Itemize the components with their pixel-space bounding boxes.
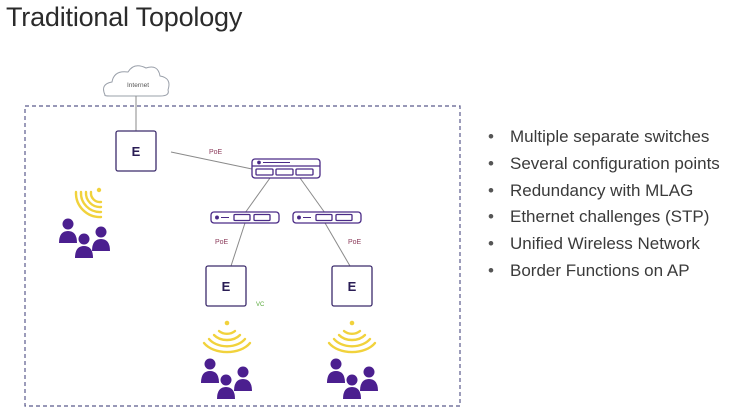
access-point-left-icon: E	[205, 265, 247, 307]
slide-title: Traditional Topology	[6, 2, 243, 32]
link-core-right	[299, 177, 326, 214]
bullet-text: Several configuration points	[510, 153, 720, 173]
svg-text:E: E	[222, 279, 231, 294]
user-group-left-icon	[201, 358, 252, 399]
access-point-top-icon: E	[115, 130, 157, 172]
svg-text:E: E	[348, 279, 357, 294]
wifi-signal-top-icon	[74, 187, 103, 219]
bullet-item: •Unified Wireless Network	[488, 234, 700, 254]
network-links	[135, 96, 351, 267]
bullet-text: Unified Wireless Network	[510, 234, 700, 254]
bullet-item: •Several configuration points	[488, 153, 720, 173]
bullet-text: Ethernet challenges (STP)	[510, 207, 710, 227]
bullet-item: •Redundancy with MLAG	[488, 180, 694, 200]
link-left-ap	[230, 222, 246, 267]
user-group-right-icon	[327, 358, 378, 399]
network-boundary	[24, 105, 461, 407]
core-switch-icon	[251, 158, 321, 179]
vc-label: VC	[256, 302, 265, 308]
bullet-text: Multiple separate switches	[510, 127, 710, 146]
access-point-right-icon: E	[331, 265, 373, 307]
access-switch-right-icon	[292, 211, 362, 224]
wifi-signal-right-icon	[327, 320, 377, 354]
user-group-top-icon	[59, 218, 110, 258]
link-ap-core	[170, 151, 253, 170]
poe-label-left: PoE	[215, 239, 229, 246]
access-switch-left-icon	[210, 211, 280, 224]
bullet-item: •Ethernet challenges (STP)	[488, 207, 710, 227]
poe-label-right: PoE	[348, 239, 362, 246]
internet-label: Internet	[127, 82, 149, 89]
link-right-ap	[324, 222, 351, 267]
poe-label-top: PoE	[209, 149, 223, 156]
svg-text:E: E	[132, 144, 141, 159]
internet-cloud-icon	[103, 65, 170, 97]
wifi-signal-left-icon	[202, 320, 252, 354]
bullet-text: Border Functions on AP	[510, 260, 690, 280]
bullet-item: •Multiple separate switches	[488, 127, 710, 146]
link-core-left	[244, 177, 271, 214]
feature-bullet-list: •Multiple separate switches •Several con…	[488, 124, 720, 285]
bullet-item: •Border Functions on AP	[488, 260, 690, 280]
bullet-text: Redundancy with MLAG	[510, 180, 694, 200]
